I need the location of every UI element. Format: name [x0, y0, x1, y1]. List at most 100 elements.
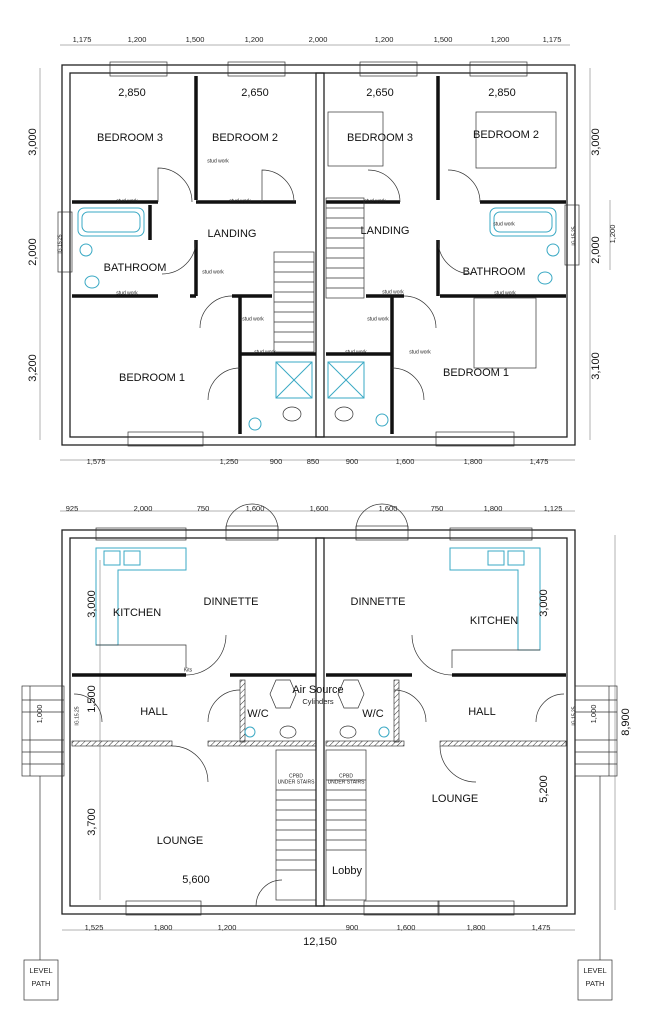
ff-room-width-dim: 2,850: [488, 87, 516, 99]
stud-work-note: stud work: [242, 316, 264, 322]
ff-dim-top: 1,500: [434, 35, 453, 44]
room-label-gf-lounge-right: LOUNGE: [432, 793, 478, 805]
gf-dim-left: 3,000: [86, 590, 98, 618]
ff-dim-left: 3,200: [27, 354, 39, 382]
room-label-gf-kitchen-right: KITCHEN: [470, 615, 518, 627]
ff-dim-bottom: 1,600: [396, 457, 415, 466]
ff-dim-left: 3,000: [27, 128, 39, 156]
cpbd-label-left: CPBD: [289, 773, 303, 779]
under-stairs-label-right: UNDER STAIRS: [328, 779, 366, 785]
gf-dim-right: 3,000: [538, 589, 550, 617]
vent-label: IG.15.25: [57, 234, 63, 253]
ff-dim-top: 1,200: [491, 35, 510, 44]
gf-dim-top: 1,600: [246, 504, 265, 513]
room-label-ff-bathroom-left: BATHROOM: [104, 262, 167, 274]
ff-room-width-dim: 2,650: [366, 87, 394, 99]
room-label-gf-lobby: Lobby: [332, 865, 362, 877]
gf-dim-side-left: 1,000: [35, 705, 44, 724]
ff-dim-bottom: 900: [346, 457, 359, 466]
room-label-gf-hall-right: HALL: [468, 706, 496, 718]
gf-dim-bottom: 1,525: [85, 923, 104, 932]
ff-dim-right: 3,000: [590, 128, 602, 156]
ff-dim-top: 1,200: [375, 35, 394, 44]
stud-work-note: stud work: [207, 158, 229, 164]
level-path-right-line1: LEVEL: [583, 966, 606, 975]
room-label-ff-bedroom3-right: BEDROOM 3: [347, 132, 413, 144]
under-stairs-label-left: UNDER STAIRS: [278, 779, 316, 785]
room-label-gf-dinnette-left: DINNETTE: [204, 596, 259, 608]
stud-work-note: stud work: [364, 198, 386, 204]
room-label-gf-wc-right: W/C: [362, 708, 383, 720]
ff-dim-window-right: 1,200: [608, 225, 617, 244]
ff-dim-top: 1,500: [186, 35, 205, 44]
stud-work-note: stud work: [367, 316, 389, 322]
gf-dim-right: 5,200: [538, 775, 550, 803]
room-label-gf-wc-left: W/C: [247, 708, 268, 720]
room-label-ff-bedroom1-left: BEDROOM 1: [119, 372, 185, 384]
gf-dim-lounge-width: 5,600: [182, 874, 210, 886]
ff-dim-right: 3,100: [590, 352, 602, 380]
gf-dim-top: 750: [197, 504, 210, 513]
stud-work-note: stud work: [493, 221, 515, 227]
stud-work-note: stud work: [382, 289, 404, 295]
vent-label: IG.15.25: [74, 706, 80, 725]
gf-dim-top: 1,600: [310, 504, 329, 513]
level-path-right-line2: PATH: [586, 979, 605, 988]
ff-dim-bottom: 850: [307, 457, 320, 466]
gf-dim-overall-width: 12,150: [303, 936, 337, 948]
gf-dim-top: 1,800: [484, 504, 503, 513]
cpbd-label-right: CPBD: [339, 773, 353, 779]
level-path-left-line2: PATH: [32, 979, 51, 988]
gf-dim-overall-height: 8,900: [620, 708, 632, 736]
level-path-left-line1: LEVEL: [29, 966, 52, 975]
ff-dim-bottom: 1,475: [530, 457, 549, 466]
room-label-ff-bedroom1-right: BEDROOM 1: [443, 367, 509, 379]
room-label-ff-bedroom2-right: BEDROOM 2: [473, 129, 539, 141]
stud-work-note: stud work: [116, 290, 138, 296]
room-label-ff-landing-right: LANDING: [361, 225, 410, 237]
ff-dim-top: 1,175: [73, 35, 92, 44]
room-label-ff-bedroom2-left: BEDROOM 2: [212, 132, 278, 144]
room-label-gf-kitchen-left: KITCHEN: [113, 607, 161, 619]
text-layer: BEDROOM 3 BEDROOM 2 BEDROOM 3 BEDROOM 2 LAND…: [27, 35, 632, 988]
gf-dim-top: 1,600: [379, 504, 398, 513]
stud-work-note: stud work: [345, 349, 367, 355]
room-label-ff-bedroom3-left: BEDROOM 3: [97, 132, 163, 144]
gf-dim-top: 2,000: [134, 504, 153, 513]
ff-dim-top: 2,000: [309, 35, 328, 44]
gf-dim-bottom: 1,600: [397, 923, 416, 932]
gf-dim-bottom: 1,800: [467, 923, 486, 932]
gf-dim-top: 1,125: [544, 504, 563, 513]
kits-label: Kits: [184, 667, 193, 673]
first-floor-plan: [39, 44, 611, 461]
room-label-ff-landing-left: LANDING: [208, 228, 257, 240]
gf-dim-bottom: 1,475: [532, 923, 551, 932]
stud-work-note: stud work: [229, 198, 251, 204]
ff-dim-top: 1,200: [128, 35, 147, 44]
stud-work-note: stud work: [409, 349, 431, 355]
ff-dim-left: 2,000: [27, 238, 39, 266]
ff-room-width-dim: 2,650: [241, 87, 269, 99]
ground-floor-plan: [21, 503, 618, 1001]
ff-dim-top: 1,175: [543, 35, 562, 44]
room-label-gf-hall-left: HALL: [140, 706, 168, 718]
vent-label: IG.15.25: [571, 706, 577, 725]
vent-label: IG.15.25: [571, 226, 577, 245]
room-label-ff-bathroom-right: BATHROOM: [463, 266, 526, 278]
stud-work-note: stud work: [494, 290, 516, 296]
cylinders-label: Cylinders: [302, 697, 334, 706]
gf-dim-top: 750: [431, 504, 444, 513]
gf-dim-left: 1,500: [86, 685, 98, 713]
ff-room-width-dim: 2,850: [118, 87, 146, 99]
ff-dim-top: 1,200: [245, 35, 264, 44]
ff-dim-bottom: 1,575: [87, 457, 106, 466]
stud-work-note: stud work: [116, 198, 138, 204]
ff-dim-bottom: 1,250: [220, 457, 239, 466]
room-label-gf-lounge-left: LOUNGE: [157, 835, 203, 847]
gf-dim-top: 925: [66, 504, 79, 513]
stud-work-note: stud work: [202, 269, 224, 275]
air-source-label: Air Source: [292, 684, 343, 696]
ff-dim-bottom: 900: [270, 457, 283, 466]
